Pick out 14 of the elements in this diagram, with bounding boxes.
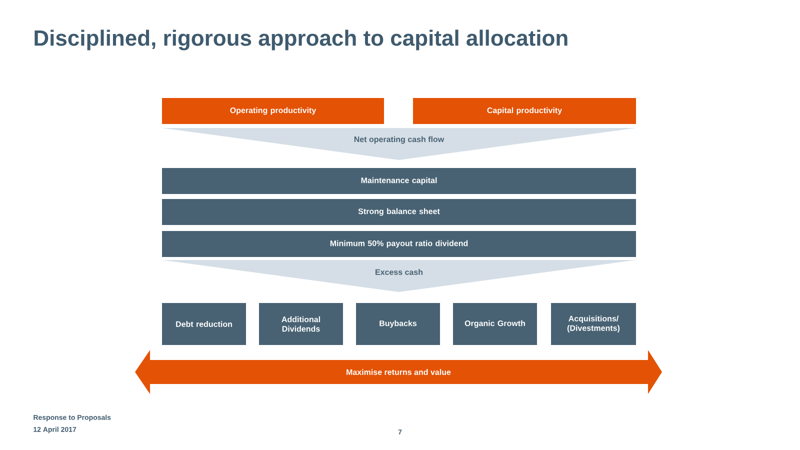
option-box: Debt reduction [162,303,246,345]
option-box: Additional Dividends [259,303,343,345]
allocation-bar: Maintenance capital [162,168,636,194]
title: Disciplined, rigorous approach to capital allocation [34,30,568,50]
allocation-bar: Strong balance sheet [162,199,636,225]
option-box: Buybacks [356,303,440,345]
funnel-band: Net operating cash flow [162,128,636,160]
funnel-band: Excess cash [162,260,636,292]
option-box: Acquisitions/ (Divestments) [551,303,636,345]
option-box: Organic Growth [453,303,537,345]
allocation-bar: Minimum 50% payout ratio dividend [162,231,636,257]
input-box: Capital productivity [413,98,636,124]
input-box: Operating productivity [162,98,384,124]
double-arrow-band: Maximise returns and value [135,350,662,394]
